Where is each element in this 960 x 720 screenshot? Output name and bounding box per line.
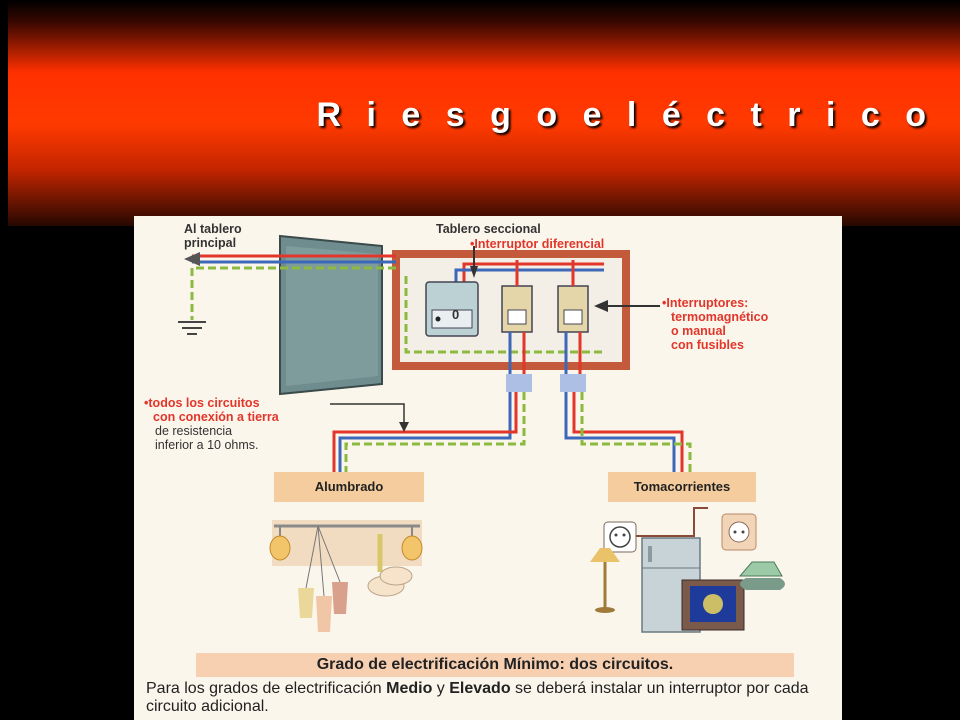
slide-title: R i e s g o e l é c t r i c o — [316, 96, 934, 134]
grounding-note: de resistencia inferior a 10 ohms. — [155, 424, 259, 452]
wire-red-internal — [462, 262, 604, 286]
grounding-label-line-1: todos los circuitos — [144, 396, 279, 410]
wire-ground-main — [190, 266, 396, 320]
main-panel-label-line-2: principal — [184, 236, 237, 250]
ground-symbol-icon — [178, 321, 206, 335]
grounding-label-line-2: con conexión a tierra — [153, 410, 279, 424]
outlet-right-icon — [721, 513, 757, 551]
footnote-part-1: Para los grados de electrificación — [146, 680, 387, 697]
breakers-label-line-2: termomagnético — [671, 310, 769, 324]
iron-icon — [738, 561, 785, 590]
outlet-link-line — [636, 507, 708, 537]
breakers-label-line-3: o manual — [671, 324, 726, 338]
breakers-label-line-4: con fusibles — [671, 338, 744, 352]
section-panel-label: Tablero seccional — [436, 222, 541, 236]
main-panel-label-line-1: Al tablero — [184, 222, 242, 236]
arrow-left-icon — [184, 252, 200, 266]
footnote: Para los grados de electrificación Medio… — [146, 680, 836, 716]
conduit-2 — [560, 374, 586, 392]
main-panel-label: Al tablero principal — [184, 222, 242, 250]
breaker-1-icon — [501, 260, 533, 376]
arrow-down-icon — [470, 266, 478, 278]
breaker-2-icon — [557, 260, 589, 376]
grounding-note-line-2: inferior a 10 ohms. — [155, 438, 259, 452]
diagram-artwork — [178, 234, 785, 633]
television-icon — [681, 579, 745, 631]
arrow-down-grounding-icon — [399, 422, 409, 432]
wiring-diagram: Al tablero principal Tablero seccional I… — [134, 216, 842, 720]
outlet-circuit-wires — [564, 392, 692, 474]
footnote-part-2: se deberá instalar un interruptor por ca… — [146, 680, 809, 715]
title-banner — [8, 0, 960, 226]
footnote-y: y — [432, 680, 450, 697]
bulb-left-icon — [269, 526, 291, 561]
differential-switch-window — [431, 309, 473, 329]
conduit-1 — [506, 374, 532, 392]
floor-lamp-icon — [590, 548, 620, 613]
grounding-label: todos los circuitos con conexión a tierr… — [144, 396, 279, 424]
outlets-tag: Tomacorrientes — [608, 472, 756, 502]
meter-value: 0 — [452, 307, 460, 322]
differential-switch-button — [435, 316, 441, 322]
differential-switch-label: Interruptor diferencial — [470, 237, 604, 251]
grounding-pointer — [330, 403, 405, 424]
footnote-medio: Medio — [386, 680, 433, 697]
breakers-label: Interruptores: termomagnético o manual c… — [662, 296, 768, 352]
breakers-label-line-1: Interruptores: — [662, 296, 768, 310]
wire-blue-internal — [454, 268, 604, 286]
pendant-lamps-icon — [298, 525, 413, 632]
lighting-shade — [272, 520, 422, 566]
lighting-circuit-wires — [332, 392, 526, 474]
lighting-tag: Alumbrado — [274, 472, 424, 502]
arrow-left-breakers-icon — [594, 300, 608, 312]
bulb-right-icon — [401, 526, 423, 561]
outlet-left-icon — [603, 521, 637, 553]
grounding-note-line-1: de resistencia — [155, 424, 233, 438]
panel-door-face — [286, 246, 378, 386]
footnote-elevado: Elevado — [449, 680, 511, 697]
minimum-grade-bar: Grado de electrificación Mínimo: dos cir… — [196, 653, 794, 677]
wire-ground-internal — [404, 276, 604, 354]
